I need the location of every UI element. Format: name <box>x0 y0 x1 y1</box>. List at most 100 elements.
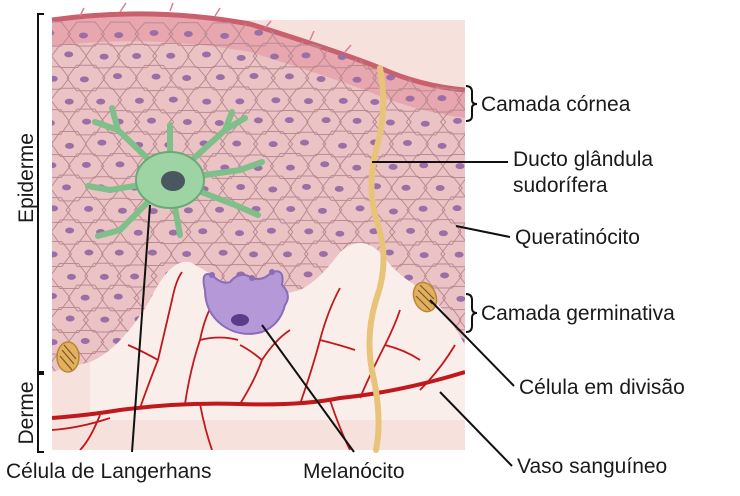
keratinocyte-nucleus <box>440 272 450 279</box>
keratinocyte-nucleus <box>215 206 225 213</box>
keratinocyte-nucleus <box>355 205 365 212</box>
keratinocyte <box>52 109 71 135</box>
keratinocyte-nucleus <box>147 117 157 124</box>
keratinocyte <box>52 197 71 223</box>
keratinocyte <box>101 66 139 90</box>
keratinocyte <box>85 43 121 69</box>
keratinocyte <box>287 131 327 157</box>
keratinocyte-nucleus <box>115 161 125 168</box>
keratinocyte-nucleus <box>253 117 263 124</box>
keratinocyte-nucleus <box>352 76 362 83</box>
keratinocyte-nucleus <box>438 230 448 237</box>
keratinocyte-nucleus <box>79 76 89 83</box>
keratinocyte-nucleus <box>62 184 72 191</box>
keratinocyte-nucleus <box>99 53 109 60</box>
keratinocyte <box>321 175 361 201</box>
keratinocyte-nucleus <box>321 117 331 124</box>
keratinocyte-nucleus <box>52 205 59 212</box>
keratinocyte <box>237 109 275 135</box>
keratinocyte-nucleus <box>236 54 246 61</box>
keratinocyte <box>439 109 465 135</box>
keratinocyte <box>116 43 158 69</box>
keratinocyte-nucleus <box>112 73 122 80</box>
keratinocyte <box>235 66 277 90</box>
keratinocyte-nucleus <box>316 76 326 83</box>
keratinocyte <box>372 154 412 178</box>
keratinocyte <box>168 109 208 135</box>
keratinocyte-nucleus <box>148 208 158 215</box>
keratinocyte <box>219 131 259 157</box>
keratinocyte-nucleus <box>269 53 279 60</box>
keratinocyte <box>117 87 157 113</box>
keratinocyte-nucleus <box>352 117 362 124</box>
keratinocyte-nucleus <box>234 230 244 237</box>
keratinocyte-nucleus <box>401 184 411 191</box>
keratinocyte <box>134 22 174 46</box>
keratinocyte-nucleus <box>201 51 211 58</box>
keratinocyte <box>388 131 430 157</box>
tissue-block <box>51 2 466 450</box>
keratinocyte <box>322 220 360 244</box>
keratinocyte <box>357 175 393 201</box>
keratinocyte-nucleus <box>64 98 74 105</box>
queratinocito-label: Queratinócito <box>515 226 640 249</box>
keratinocyte <box>133 109 175 135</box>
keratinocyte <box>405 108 447 136</box>
keratinocyte-nucleus <box>335 230 345 237</box>
keratinocyte <box>52 66 70 90</box>
keratinocyte <box>237 154 275 178</box>
keratinocyte-nucleus <box>304 228 314 235</box>
keratinocyte-nucleus <box>133 229 143 236</box>
keratinocyte-nucleus <box>420 120 430 127</box>
keratinocyte-nucleus <box>406 227 416 234</box>
keratinocyte <box>52 285 71 311</box>
keratinocyte-nucleus <box>384 249 394 256</box>
derme-bracket <box>37 373 44 453</box>
keratinocyte-nucleus <box>232 140 242 147</box>
keratinocyte <box>305 196 343 224</box>
keratinocyte-nucleus <box>352 164 362 171</box>
keratinocyte-nucleus <box>470 186 479 192</box>
keratinocyte-nucleus <box>388 163 398 170</box>
keratinocyte-nucleus <box>453 117 463 124</box>
keratinocyte <box>203 242 241 266</box>
keratinocyte <box>390 175 428 201</box>
keratinocyte-nucleus <box>218 249 228 256</box>
keratinocyte <box>219 218 259 246</box>
melanocyte-nucleus <box>231 314 249 326</box>
blood-vessels <box>52 271 465 450</box>
keratinocyte-nucleus <box>113 293 123 300</box>
keratinocyte-nucleus <box>437 95 447 102</box>
keratinocyte <box>339 65 377 91</box>
keratinocyte-nucleus <box>182 250 192 257</box>
keratinocyte-nucleus <box>52 293 58 300</box>
keratinocyte <box>65 196 107 224</box>
keratinocyte-nucleus <box>302 183 312 190</box>
keratinocyte <box>67 284 105 312</box>
keratinocyte <box>83 87 123 113</box>
keratinocyte-nucleus <box>82 118 92 125</box>
keratinocyte <box>100 21 140 47</box>
keratinocyte <box>52 87 88 113</box>
keratinocyte-nucleus <box>437 142 447 149</box>
keratinocyte <box>203 22 241 46</box>
keratinocyte-nucleus <box>475 52 484 58</box>
keratinocyte-nucleus <box>96 98 106 105</box>
keratinocyte-nucleus <box>418 205 428 212</box>
keratinocyte-nucleus <box>198 228 208 235</box>
keratinocyte-nucleus <box>65 227 75 234</box>
keratinocyte-nucleus <box>338 142 348 149</box>
main-vessel <box>52 370 465 420</box>
keratinocyte <box>252 218 294 246</box>
keratinocyte-nucleus <box>320 161 330 168</box>
keratinocyte-nucleus <box>114 249 124 256</box>
langerhans-label: Célula de Langerhans <box>6 460 212 483</box>
keratinocyte <box>203 153 241 179</box>
keratinocyte <box>52 307 89 333</box>
keratinocyte <box>168 22 208 46</box>
keratinocyte <box>150 219 192 245</box>
keratinocyte-nucleus <box>97 139 107 146</box>
keratinocyte-nucleus <box>64 51 74 58</box>
keratinocyte <box>253 175 293 201</box>
